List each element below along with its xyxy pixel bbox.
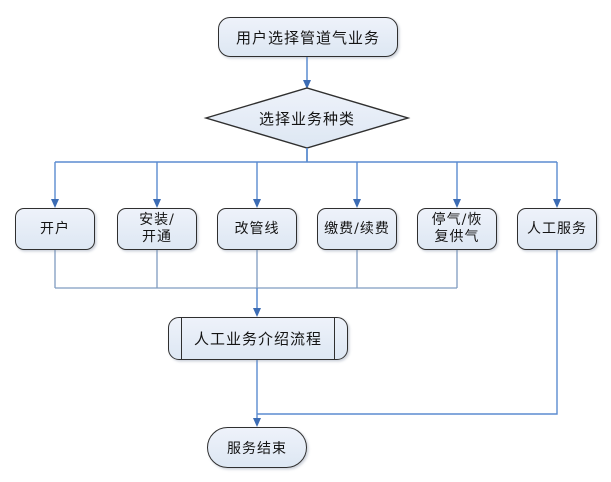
option-node-stop-restore-gas: 停气/恢 复供气	[417, 208, 497, 250]
arrowhead-option-6	[553, 199, 561, 208]
option-node-open-account: 开户	[15, 208, 95, 250]
predefined-process-bar-right	[334, 318, 335, 359]
manual-intro-node: 人工业务介绍流程	[168, 317, 348, 360]
arrowhead-option-5	[453, 199, 461, 208]
arrowhead-decision	[303, 80, 311, 89]
arrowhead-option-4	[353, 199, 361, 208]
connector-manual-service-return	[257, 250, 558, 415]
arrowhead-end	[253, 418, 261, 427]
start-node: 用户选择管道气业务	[218, 17, 398, 57]
arrowhead-option-1	[51, 199, 59, 208]
end-node: 服务结束	[207, 427, 307, 468]
decision-node-label: 选择业务种类	[258, 109, 355, 128]
arrowhead-option-2	[153, 199, 161, 208]
manual-intro-node-label: 人工业务介绍流程	[193, 330, 322, 348]
option-node-payment-renewal: 缴费/续费	[317, 208, 397, 250]
decision-diamond-shape	[203, 87, 411, 149]
option-node-manual-service: 人工服务	[517, 208, 597, 250]
option-node-install-activate: 安装/ 开通	[117, 208, 197, 250]
arrowhead-option-3	[253, 199, 261, 208]
predefined-process-bar-left	[181, 318, 182, 359]
arrowhead-manual-intro	[253, 308, 261, 317]
option-node-change-pipeline: 改管线	[217, 208, 297, 250]
